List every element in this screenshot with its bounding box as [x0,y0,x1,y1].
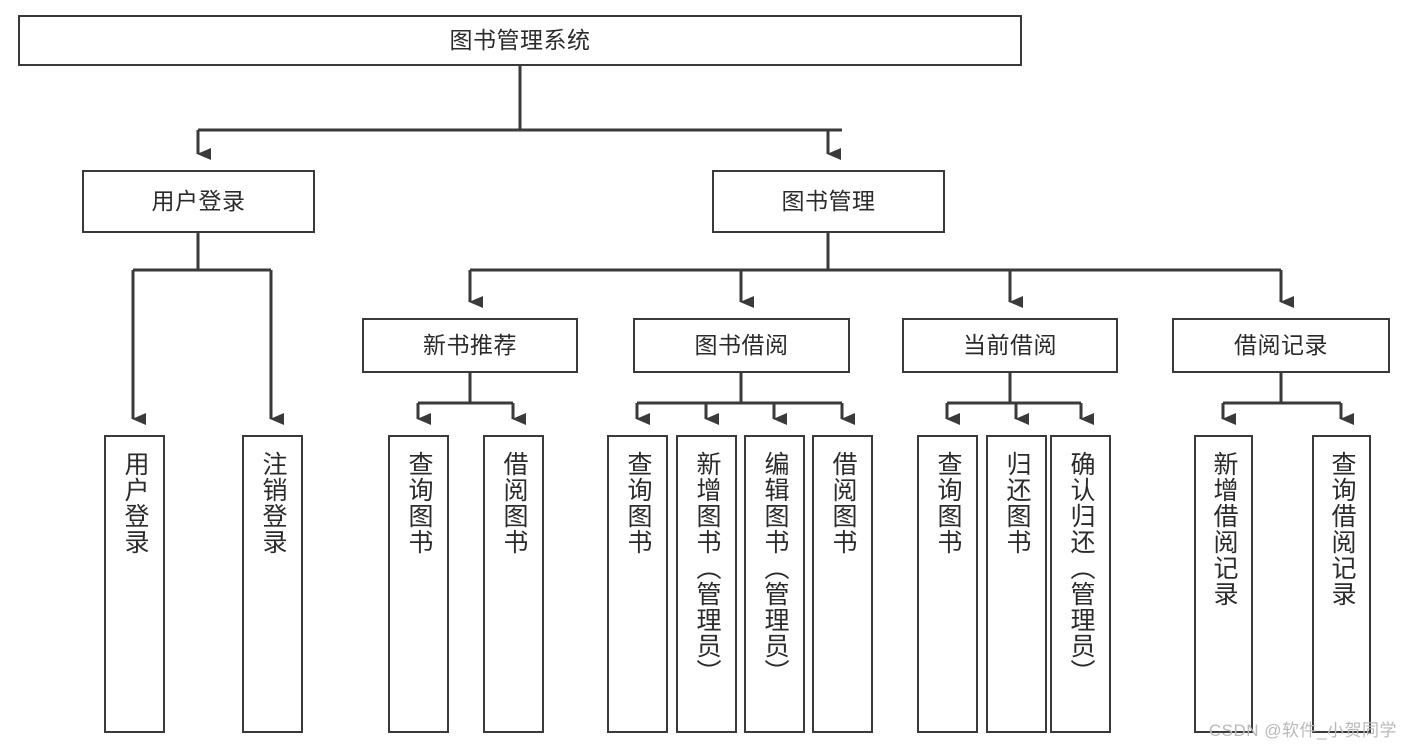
node-label: 归还图书 [1003,451,1031,555]
node-label: 图书管理系统 [449,26,591,53]
leaf-book-borrow-query[interactable]: 查询图书 [607,435,668,733]
node-label: 图书借阅 [694,331,789,358]
leaf-book-borrow-add[interactable]: 新增图书（管理员） [676,435,737,733]
node-label: 新增图书（管理员） [693,451,721,685]
node-book-management[interactable]: 图书管理 [712,170,945,233]
node-label: 借阅图书 [500,451,528,555]
node-label: 查询图书 [934,451,962,555]
node-label: 新增借阅记录 [1210,451,1238,607]
leaf-current-borrow-confirm-return[interactable]: 确认归还（管理员） [1050,435,1111,733]
node-current-borrow[interactable]: 当前借阅 [902,318,1118,373]
node-label: 注销登录 [259,451,287,555]
leaf-current-borrow-return[interactable]: 归还图书 [986,435,1047,733]
node-label: 用户登录 [121,451,149,555]
node-label: 确认归还（管理员） [1067,451,1095,685]
node-label: 借阅记录 [1234,331,1328,358]
node-label: 查询图书 [624,451,652,555]
node-label: 当前借阅 [963,331,1057,358]
csdn-watermark: CSDN @软件_小贺同学 [1208,721,1397,740]
leaf-borrow-record-query[interactable]: 查询借阅记录 [1312,435,1371,733]
leaf-current-borrow-query[interactable]: 查询图书 [917,435,978,733]
node-label: 用户登录 [151,187,246,214]
node-label: 新书推荐 [423,331,517,358]
node-book-borrow[interactable]: 图书借阅 [633,318,850,373]
node-label: 编辑图书（管理员） [761,451,789,685]
node-new-book-recommend[interactable]: 新书推荐 [362,318,578,373]
leaf-book-borrow-borrow[interactable]: 借阅图书 [812,435,873,733]
node-label: 图书管理 [781,187,876,214]
leaf-new-book-query[interactable]: 查询图书 [388,435,449,733]
leaf-borrow-record-add[interactable]: 新增借阅记录 [1194,435,1253,733]
node-borrow-record[interactable]: 借阅记录 [1172,318,1390,373]
leaf-new-book-borrow[interactable]: 借阅图书 [483,435,544,733]
leaf-book-borrow-edit[interactable]: 编辑图书（管理员） [744,435,805,733]
node-label: 借阅图书 [829,451,857,555]
leaf-user-login-login[interactable]: 用户登录 [104,435,165,733]
node-root-system[interactable]: 图书管理系统 [18,15,1022,66]
leaf-user-login-logout[interactable]: 注销登录 [242,435,303,733]
node-label: 查询借阅记录 [1328,451,1356,607]
node-user-login[interactable]: 用户登录 [82,170,315,233]
node-label: 查询图书 [405,451,433,555]
